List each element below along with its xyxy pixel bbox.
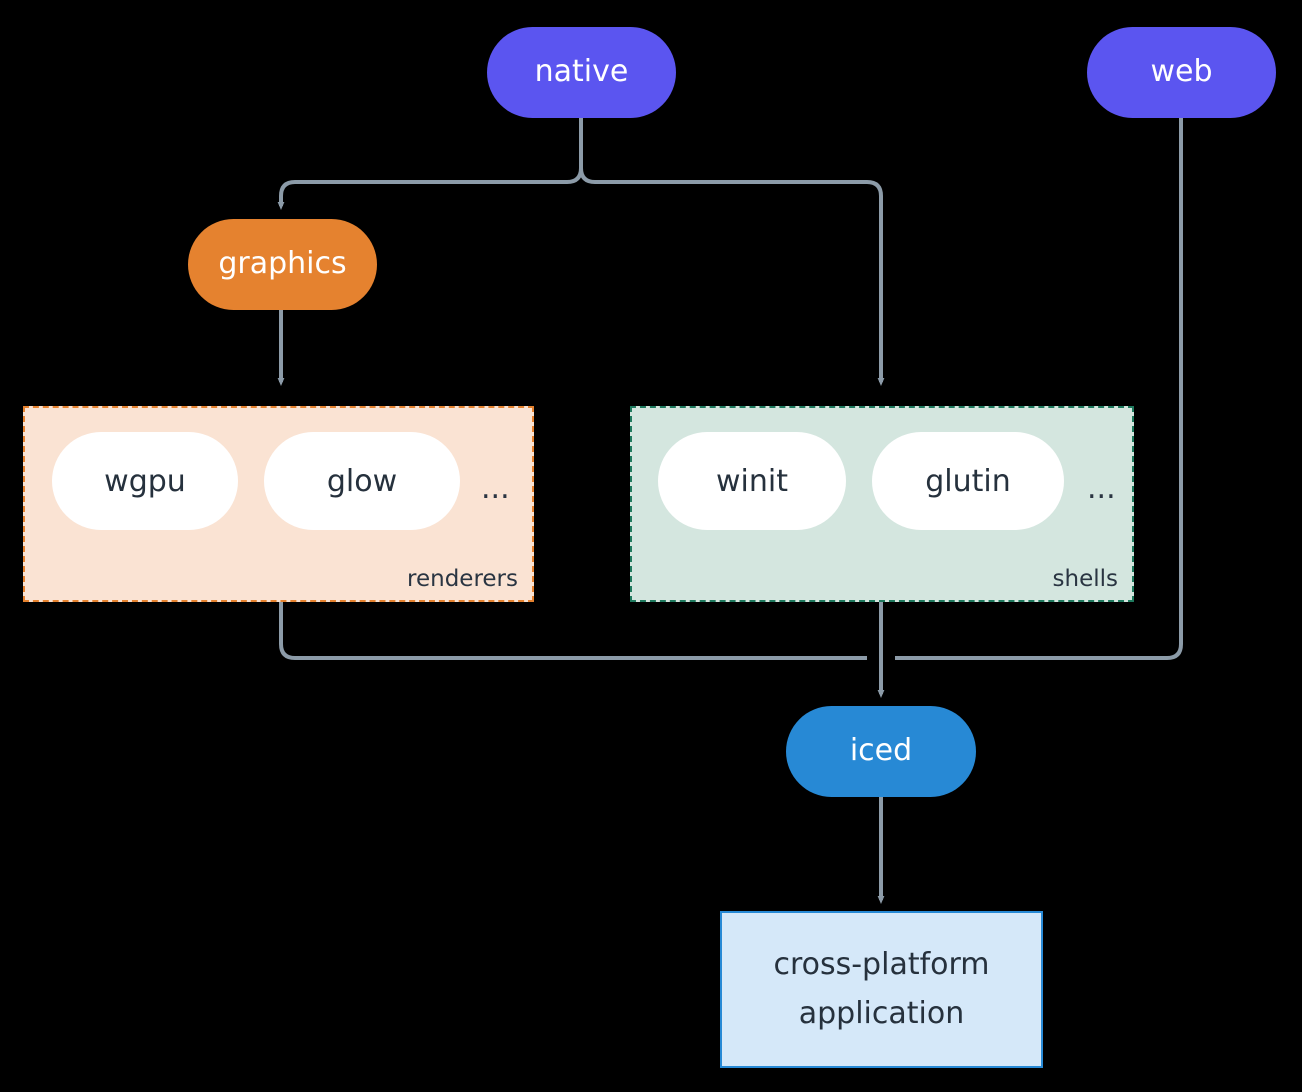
group-shells-item-winit-label: winit [716, 463, 788, 499]
edge-renderers-iced [279, 601, 867, 660]
node-native-label: native [534, 54, 629, 90]
edge-native-graphics [277, 118, 583, 211]
group-shells-item-glutin-label: glutin [925, 463, 1011, 499]
edge-native-shells [579, 118, 885, 387]
group-renderers-overflow-ellipsis: ... [481, 471, 510, 506]
node-application-label-line2: application [798, 995, 965, 1031]
node-web-label: web [1150, 54, 1213, 90]
node-application-label: cross-platform application [773, 941, 989, 1038]
group-renderers-item-glow[interactable]: glow [264, 432, 460, 530]
node-graphics[interactable]: graphics [188, 219, 377, 310]
group-renderers-item-glow-label: glow [326, 463, 398, 499]
node-native[interactable]: native [487, 27, 676, 118]
group-renderers: wgpu glow ... renderers [23, 406, 534, 602]
group-renderers-item-wgpu-label: wgpu [104, 463, 186, 499]
group-renderers-item-wgpu[interactable]: wgpu [52, 432, 238, 530]
group-renderers-label: renderers [407, 566, 518, 592]
group-shells-label: shells [1052, 566, 1118, 592]
node-iced[interactable]: iced [786, 706, 976, 797]
node-graphics-label: graphics [218, 246, 347, 282]
node-application[interactable]: cross-platform application [720, 911, 1043, 1068]
node-iced-label: iced [849, 733, 913, 769]
node-application-label-line1: cross-platform [773, 946, 990, 982]
group-shells: winit glutin ... shells [630, 406, 1134, 602]
group-shells-item-glutin[interactable]: glutin [872, 432, 1064, 530]
group-shells-overflow-ellipsis: ... [1087, 471, 1116, 506]
group-shells-item-winit[interactable]: winit [658, 432, 846, 530]
node-web[interactable]: web [1087, 27, 1276, 118]
